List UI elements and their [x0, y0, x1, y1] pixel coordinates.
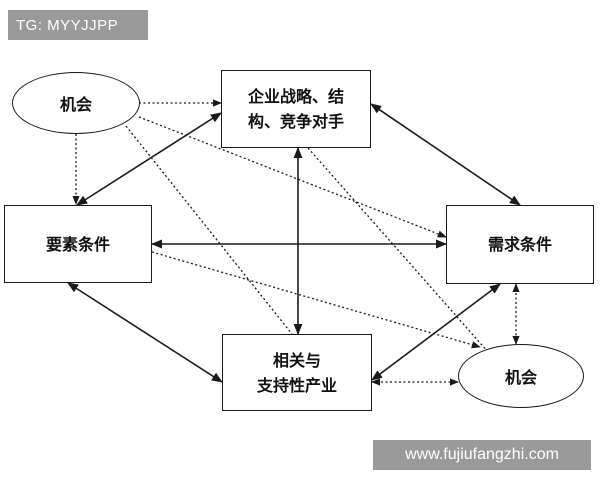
- arrow-strategy-demand: [370, 103, 521, 206]
- demand-label: 需求条件: [487, 235, 552, 254]
- chance-node-top: 机会: [12, 72, 140, 134]
- arrow-demand-related: [371, 283, 501, 381]
- dotted-factor-chance: [151, 251, 481, 349]
- chance-top-label: 机会: [59, 95, 92, 114]
- arrow-factor-related: [67, 282, 223, 383]
- factor-label: 要素条件: [45, 234, 110, 254]
- factor-conditions-box: 要素条件: [4, 205, 152, 283]
- strategy-line1: 企业战略、结: [247, 87, 344, 106]
- dotted-chance-related: [125, 125, 293, 335]
- dotted-chance-demand: [138, 116, 447, 238]
- demand-conditions-box: 需求条件: [446, 205, 594, 284]
- chance-bottom-label: 机会: [504, 368, 537, 387]
- strategy-line2: 构、竞争对手: [247, 112, 344, 131]
- related-line2: 支持性产业: [256, 375, 337, 395]
- watermark-top-left: TG: MYYJJPP: [8, 10, 148, 40]
- arrow-strategy-factor: [76, 112, 222, 206]
- watermark-bottom-right: www.fujiufangzhi.com: [373, 440, 591, 470]
- related-line1: 相关与: [272, 350, 321, 370]
- related-supporting-industries-box: 相关与 支持性产业: [222, 334, 372, 411]
- strategy-structure-rivalry-box: 企业战略、结 构、竞争对手: [221, 70, 371, 148]
- chance-node-bottom: 机会: [458, 344, 584, 408]
- dotted-strategy-chance: [307, 147, 489, 353]
